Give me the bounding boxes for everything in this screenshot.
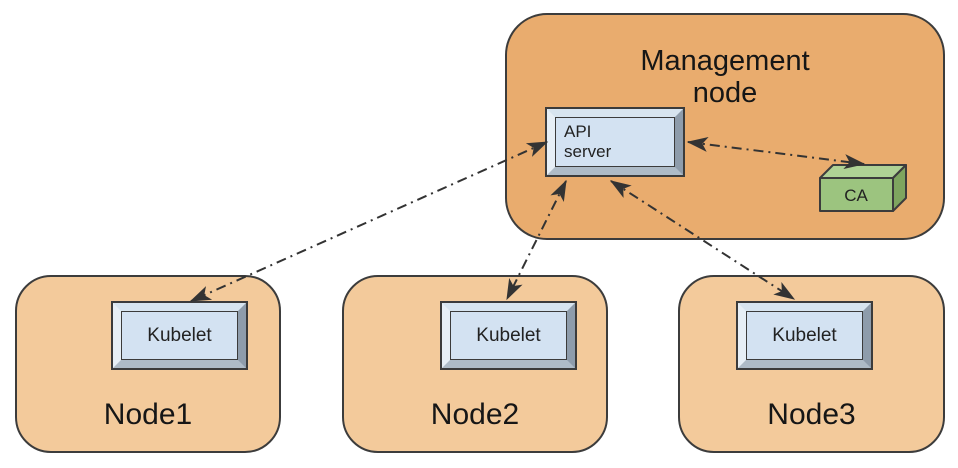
kubelet3-bevel bbox=[738, 303, 871, 368]
api-server-label: API server bbox=[564, 121, 612, 161]
node2-label: Node2 bbox=[430, 398, 520, 431]
kubelet3-box: Kubelet bbox=[736, 301, 873, 370]
node3-label: Node3 bbox=[767, 398, 856, 431]
kubelet1-box: Kubelet bbox=[111, 301, 248, 370]
node1-label: Node1 bbox=[103, 398, 193, 431]
kubelet2-box: Kubelet bbox=[440, 301, 577, 370]
kubelet1-bevel bbox=[113, 303, 246, 368]
kubelet2-label: Kubelet bbox=[476, 324, 541, 346]
api-server-box: API server bbox=[545, 107, 685, 177]
kubelet3-label: Kubelet bbox=[772, 324, 837, 346]
kubelet1-label: Kubelet bbox=[147, 324, 212, 346]
management-node-label: Management node bbox=[640, 45, 810, 110]
api-server-bevel bbox=[547, 109, 683, 175]
kubelet2-bevel bbox=[442, 303, 575, 368]
